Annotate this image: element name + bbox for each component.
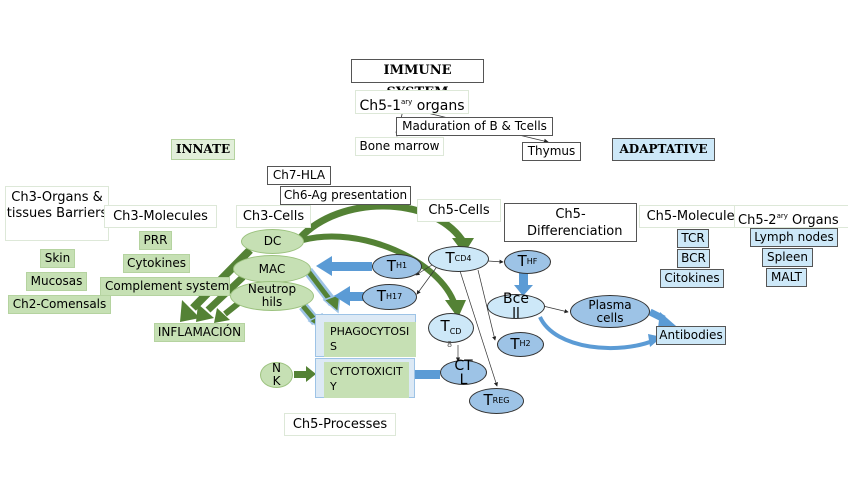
hla-link[interactable]: Ch7-HLA — [267, 166, 331, 185]
connector-tcd4-to-treg — [459, 270, 498, 387]
inflammation-label: INFLAMACIÓN — [154, 323, 245, 342]
arrow-ctl-to-cytotoxicity — [412, 370, 440, 379]
thf-sub: HF — [526, 256, 538, 266]
tcd8-main: T — [440, 317, 450, 336]
processes-heading: Ch5-Processes — [284, 413, 396, 436]
connector-tcd4-to-th1 — [415, 264, 433, 276]
th1-main: T — [386, 256, 397, 275]
th2-main: T — [510, 334, 520, 353]
primary-organs-suffix: organs — [412, 98, 465, 114]
arrow-head-mac-to-phagocytosis — [322, 292, 341, 314]
innate-molecules-heading: Ch3-Molecules — [104, 205, 217, 228]
primary-organs-sup: ary — [401, 98, 413, 106]
connector-bcell-to-plasma — [542, 305, 569, 314]
tcd8-sub: CD — [449, 327, 462, 337]
th17-sub: H17 — [385, 291, 403, 301]
arrow-head-neutrophils-to-inflammation — [214, 308, 230, 323]
maturation-label: Maduration of B & Tcells — [396, 117, 553, 136]
thf-main: T — [517, 252, 527, 271]
th17-main: T — [376, 287, 386, 306]
tcd4-sub: CD4 — [454, 253, 472, 263]
primary-organs-heading: Ch5-1ary organs — [355, 90, 469, 114]
arrow-head-dc-to-inflammation — [180, 300, 200, 322]
innate-organ-item: Mucosas — [26, 272, 87, 291]
arrow-thf-to-bcell — [519, 273, 528, 287]
adaptive-molecule-item: Citokines — [660, 269, 724, 288]
tcd8-tail: 8 — [447, 340, 453, 349]
arrow-dc-to-tcd4 — [297, 202, 465, 243]
adaptive-molecule-item: TCR — [677, 229, 709, 248]
cell-dc[interactable]: DC — [241, 229, 304, 254]
arrow-bcell-to-antibodies — [538, 316, 656, 351]
arrow-head-plasma-to-antibodies — [658, 312, 676, 328]
cell-nk[interactable]: NK — [260, 362, 293, 388]
cell-ctl[interactable]: CTL — [440, 359, 487, 387]
arrow-nk-to-cytotoxicity — [294, 371, 308, 378]
arrow-th1-to-mac — [330, 262, 372, 271]
secondary-organs-heading: Ch5-2ary Organs — [734, 205, 848, 228]
tcd4-main: T — [445, 249, 455, 268]
innate-molecule-item: Complement system — [100, 277, 230, 296]
arrow-th17-to-neutrophils — [348, 292, 366, 301]
cell-neutrophils[interactable]: Neutrophils — [230, 281, 314, 311]
innate-cells-heading: Ch3-Cells — [236, 205, 311, 228]
th1-sub: H1 — [396, 261, 408, 271]
differentiation-heading: Ch5-Differenciation — [504, 203, 637, 242]
innate-organ-item: Ch2-Comensals — [8, 295, 111, 314]
innate-organ-item: Skin — [40, 249, 75, 268]
arrow-head-th1-to-mac — [316, 256, 332, 276]
arrow-head-dc-to-tcd8 — [445, 300, 466, 318]
arrow-head-th17-to-neutrophils — [334, 286, 350, 306]
connector-tcd4-to-th17 — [416, 267, 437, 295]
phagocytosis-label: PHAGOCYTOSIS — [324, 322, 416, 357]
page-title: IMMUNE SYSTEM — [351, 59, 484, 100]
adaptive-heading: ADAPTATIVE — [612, 138, 715, 161]
secondary-organs-prefix: Ch5-2 — [738, 213, 777, 228]
bone-marrow-label: Bone marrow — [355, 137, 444, 156]
cell-mac[interactable]: MAC — [233, 255, 311, 283]
adaptive-molecules-heading: Ch5-Molecules — [639, 205, 749, 228]
primary-organs-prefix: Ch5-1 — [359, 98, 402, 114]
secondary-organs-suffix: Organs — [787, 213, 839, 228]
secondary-organ-item: Lymph nodes — [750, 228, 838, 247]
innate-organs-heading: Ch3-Organs & tissues Barriers — [5, 186, 109, 241]
thymus-label: Thymus — [522, 142, 581, 161]
secondary-organ-item: MALT — [766, 268, 807, 287]
connector-tcd4-to-thf — [487, 259, 504, 264]
arrow-head-mac-to-inflammation — [196, 304, 214, 322]
secondary-organs-sup: ary — [776, 212, 788, 220]
cell-tcd8[interactable]: TCD — [428, 313, 474, 343]
adaptive-molecule-item: BCR — [677, 249, 710, 268]
cell-plasma[interactable]: Plasma cells — [570, 295, 650, 328]
cell-bcell[interactable]: Bcell — [487, 291, 545, 321]
arrow-dc-to-tcd8 — [302, 233, 458, 307]
innate-molecule-item: Cytokines — [123, 254, 190, 273]
secondary-organ-item: Spleen — [762, 248, 813, 267]
treg-main: T — [483, 391, 493, 410]
innate-heading: INNATE — [171, 139, 235, 160]
cytotoxicity-label: CYTOTOXICITY — [324, 362, 409, 398]
arrow-neutrophils-to-phagocytosis — [301, 304, 316, 321]
antibodies-label: Antibodies — [656, 326, 726, 345]
th2-sub: H2 — [519, 339, 531, 349]
arrow-mac-to-phagocytosis — [306, 269, 332, 302]
treg-sub: REG — [492, 395, 510, 405]
arrow-head-nk-to-cytotoxicity — [306, 366, 316, 382]
adaptive-cells-heading: Ch5-Cells — [417, 199, 501, 222]
innate-molecule-item: PRR — [139, 231, 172, 250]
ag-presentation-link[interactable]: Ch6-Ag presentation — [280, 186, 411, 205]
connector-tcd4-to-th2 — [477, 269, 497, 341]
tcd8-top: TCD — [440, 317, 462, 337]
